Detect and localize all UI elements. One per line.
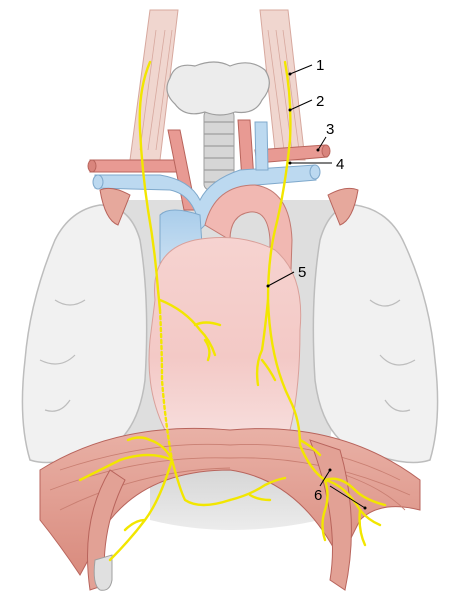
thyroid-gland bbox=[166, 61, 270, 116]
leader-6a bbox=[319, 469, 331, 487]
leader-dot-6a bbox=[328, 468, 332, 472]
leader-3 bbox=[317, 136, 327, 151]
phrenic-nerves bbox=[78, 60, 387, 562]
leader-6b bbox=[329, 485, 366, 509]
esophagus-stump bbox=[93, 554, 113, 591]
label-2: 2 bbox=[316, 93, 324, 110]
label-3: 3 bbox=[326, 121, 334, 138]
right-phrenic-nerve-dashed bbox=[158, 308, 174, 462]
right-subclavian-vein-end bbox=[92, 174, 104, 190]
right-anterior-scalene bbox=[99, 187, 131, 226]
left-subclavian-vein-end bbox=[309, 164, 321, 180]
leader-dot-4 bbox=[288, 161, 292, 165]
leader-dot-2 bbox=[288, 108, 292, 112]
diaphragm-muscle-fibers bbox=[49, 443, 411, 511]
right-lung-fissure bbox=[39, 299, 86, 412]
right-subclavian-artery bbox=[89, 159, 181, 173]
heart bbox=[148, 237, 302, 438]
left-crus bbox=[309, 439, 352, 591]
leader-dot-5 bbox=[266, 284, 270, 288]
left-lung bbox=[312, 204, 439, 464]
right-artery-end bbox=[87, 159, 97, 173]
leader-1 bbox=[289, 64, 313, 75]
left-artery-end bbox=[321, 144, 331, 158]
leader-5 bbox=[267, 271, 295, 287]
right-scalene-muscle-neck bbox=[259, 9, 306, 161]
leader-dot-3 bbox=[316, 148, 320, 152]
label-1: 1 bbox=[316, 57, 324, 74]
leader-2 bbox=[289, 99, 313, 111]
right-phrenic-nerve bbox=[138, 60, 162, 312]
brachiocephalic-veins bbox=[94, 164, 317, 232]
right-lung bbox=[21, 204, 148, 464]
internal-jugular-veins bbox=[254, 121, 269, 171]
leader-dot-1 bbox=[288, 72, 292, 76]
left-lung-fissure bbox=[369, 299, 416, 412]
right-phrenic-branches bbox=[78, 298, 232, 562]
label-4: 4 bbox=[336, 156, 344, 173]
left-anterior-scalene bbox=[327, 187, 359, 226]
left-phrenic-branches bbox=[228, 298, 387, 547]
muscle-striations bbox=[139, 29, 300, 151]
label-6: 6 bbox=[314, 487, 322, 504]
leader-dot-6b bbox=[363, 506, 367, 510]
label-5: 5 bbox=[298, 264, 306, 281]
